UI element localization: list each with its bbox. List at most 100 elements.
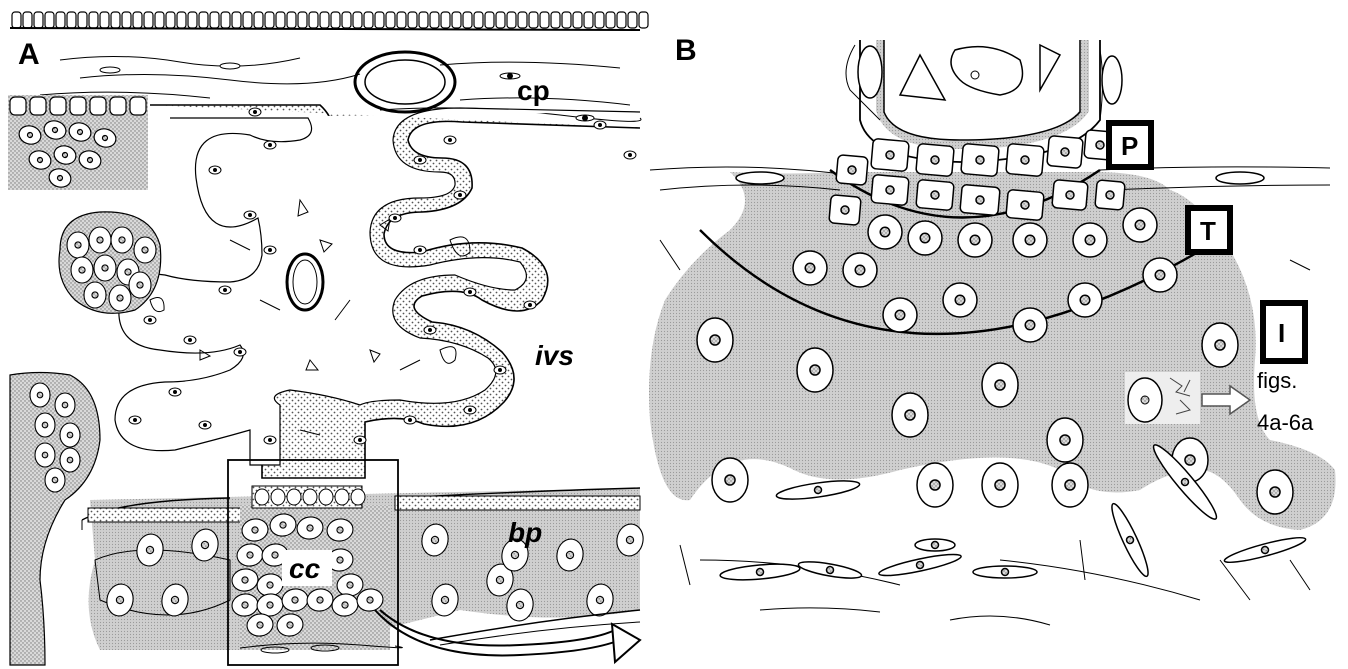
panel-a: A cp ivs bp cc xyxy=(8,12,648,665)
cytotrophoblast-cell xyxy=(134,237,156,263)
nucleus xyxy=(354,436,366,444)
epithelial-cell xyxy=(155,12,164,28)
epithelial-cell xyxy=(177,12,186,28)
nucleus xyxy=(594,121,606,129)
nucleus xyxy=(264,436,276,444)
nucleus xyxy=(414,156,426,164)
cytotrophoblast-cell xyxy=(129,272,151,298)
layer-p-letter: P xyxy=(1121,131,1138,161)
epithelial-cell xyxy=(353,12,362,28)
cytotrophoblast-cell xyxy=(89,227,111,253)
trophoblast-cell xyxy=(883,298,917,332)
trophoblast-cell xyxy=(843,253,877,287)
epithelial-cell xyxy=(540,12,549,28)
cytotrophoblast-cell xyxy=(111,227,133,253)
nucleus xyxy=(414,246,426,254)
surface-epithelium xyxy=(12,12,648,28)
figure-reference-line2: 4a-6a xyxy=(1257,410,1314,435)
epithelial-cell xyxy=(452,12,461,28)
epithelial-cell xyxy=(243,12,252,28)
cuboidal-cell xyxy=(287,489,301,505)
cytotrophoblast-cell xyxy=(84,282,106,308)
ivs-label: ivs xyxy=(535,340,574,371)
interstitial-trophoblast xyxy=(697,318,733,362)
epithelial-cell xyxy=(100,12,109,28)
nucleus xyxy=(244,211,256,219)
epithelial-cell xyxy=(34,12,43,28)
trophoblast-cell xyxy=(1123,208,1157,242)
anchoring-column-left xyxy=(10,373,100,666)
epithelial-cell xyxy=(221,12,230,28)
nucleus xyxy=(389,214,401,222)
layer-t-letter: T xyxy=(1200,216,1216,246)
epithelial-cell xyxy=(342,12,351,28)
trophoblast-cell xyxy=(793,251,827,285)
interstitial-trophoblast xyxy=(712,458,748,502)
epithelial-cell xyxy=(573,12,582,28)
nucleus xyxy=(234,348,246,356)
epithelial-cell xyxy=(265,12,274,28)
cuboidal-cell xyxy=(30,97,46,115)
villous-cytotrophoblast-cell xyxy=(1052,180,1088,211)
epithelial-cell xyxy=(210,12,219,28)
cytotrophoblast-cell xyxy=(55,393,75,417)
epithelial-cell xyxy=(254,12,263,28)
panel-b-label: B xyxy=(675,34,697,67)
epithelial-cell xyxy=(485,12,494,28)
villous-tree xyxy=(115,102,640,478)
cytotrophoblast-cell xyxy=(71,257,93,283)
epithelial-cell xyxy=(166,12,175,28)
figure-reference-line1: figs. xyxy=(1257,368,1297,393)
nucleus xyxy=(464,406,476,414)
cuboidal-cell xyxy=(70,97,86,115)
cc-label: cc xyxy=(289,553,321,584)
epithelial-cell xyxy=(67,12,76,28)
villous-cytotrophoblast-cell xyxy=(836,155,868,186)
nucleus xyxy=(454,191,466,199)
cytotrophoblast-cluster-top-left xyxy=(8,95,148,190)
bp-label: bp xyxy=(508,517,542,548)
villous-cytotrophoblast-cell xyxy=(871,138,909,171)
layer-box-p: P xyxy=(1109,123,1151,167)
epithelial-cell xyxy=(507,12,516,28)
cytotrophoblast-cell xyxy=(45,468,65,492)
trophoblast-cell xyxy=(943,283,977,317)
layer-i-letter: I xyxy=(1278,318,1285,348)
cuboidal-cell xyxy=(303,489,317,505)
nucleus xyxy=(404,416,416,424)
cytotrophoblast-cell xyxy=(30,383,50,407)
layer-box-i: I xyxy=(1263,303,1305,361)
nucleus xyxy=(209,166,221,174)
cuboidal-cell xyxy=(10,97,26,115)
spindle-cell xyxy=(775,477,860,503)
epithelial-cell xyxy=(276,12,285,28)
cytotrophoblast-cell xyxy=(35,443,55,467)
epithelial-cell xyxy=(298,12,307,28)
epithelial-cell xyxy=(408,12,417,28)
villous-cytotrophoblast-cell xyxy=(916,143,954,176)
epithelial-cell xyxy=(364,12,373,28)
interstitial-trophoblast xyxy=(1052,463,1088,507)
epithelial-cell xyxy=(430,12,439,28)
blood-vessel-top xyxy=(355,52,455,112)
nucleus xyxy=(264,246,276,254)
trophoblast-cell xyxy=(1068,283,1102,317)
spindle-cell xyxy=(915,539,955,551)
nucleus xyxy=(129,416,141,424)
epithelial-cell xyxy=(628,12,637,28)
nucleus xyxy=(494,366,506,374)
epithelial-cell xyxy=(386,12,395,28)
interstitial-trophoblast xyxy=(797,348,833,392)
interstitial-trophoblast xyxy=(892,393,928,437)
nucleus xyxy=(424,326,436,334)
cytotrophoblast-cell xyxy=(60,448,80,472)
cytotrophoblast-cell xyxy=(67,232,89,258)
cuboidal-cell xyxy=(255,489,269,505)
interstitial-trophoblast xyxy=(1047,418,1083,462)
interstitial-trophoblast xyxy=(982,463,1018,507)
epithelial-cell xyxy=(199,12,208,28)
epithelial-cell xyxy=(23,12,32,28)
villous-cytotrophoblast-cell xyxy=(1006,143,1044,176)
spindle-cell xyxy=(1223,533,1307,566)
